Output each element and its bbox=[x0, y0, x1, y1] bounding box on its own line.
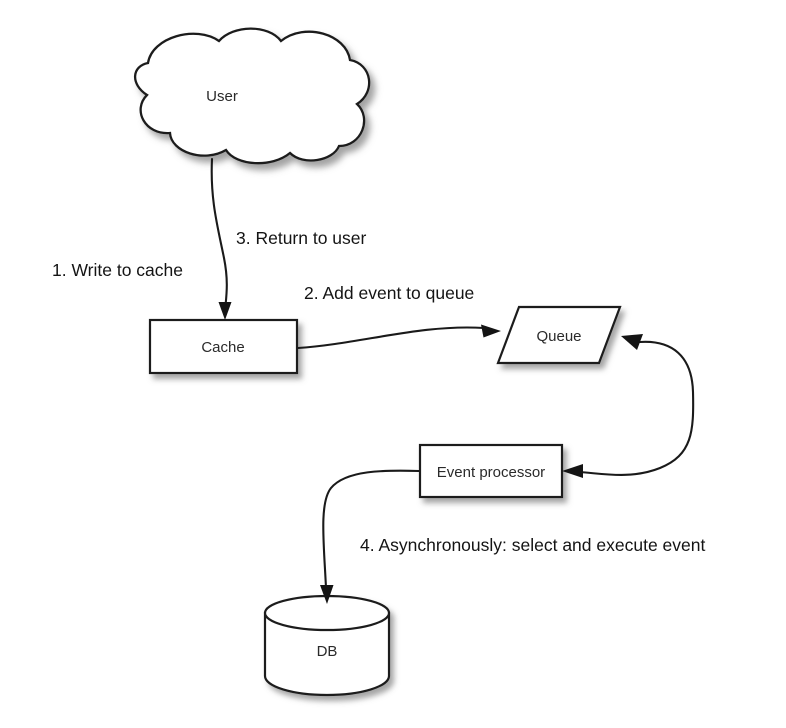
edge-cache-to-queue-line bbox=[296, 326, 486, 350]
edge-processor-to-queue[interactable] bbox=[562, 334, 695, 478]
node-event-processor-label: Event processor bbox=[437, 464, 545, 481]
cache-shape bbox=[148, 318, 299, 375]
node-queue-label: Queue bbox=[536, 328, 581, 345]
step-label-1: 1. Write to cache bbox=[52, 260, 183, 280]
node-cache[interactable]: Cache bbox=[148, 318, 299, 375]
edge-processor-to-db-line bbox=[322, 469, 421, 590]
edge-cache-to-queue[interactable] bbox=[296, 324, 501, 350]
edge-cache-to-queue-arrowhead bbox=[481, 324, 501, 338]
node-cache-label: Cache bbox=[201, 339, 244, 356]
node-event-processor[interactable]: Event processor bbox=[418, 443, 564, 499]
edge-user-to-cache-arrowhead bbox=[218, 302, 232, 320]
node-user-label: User bbox=[206, 88, 238, 105]
edge-processor-to-db-arrowhead bbox=[320, 585, 334, 604]
edge-user-to-cache-line bbox=[210, 157, 228, 313]
cloud-shape bbox=[133, 27, 371, 165]
node-db-label: DB bbox=[317, 643, 338, 660]
node-user[interactable]: User bbox=[133, 27, 371, 165]
node-db[interactable]: DB bbox=[263, 594, 391, 697]
edge-user-to-cache[interactable] bbox=[210, 157, 232, 320]
step-label-3: 3. Return to user bbox=[236, 228, 367, 248]
edge-processor-to-queue-line bbox=[576, 340, 695, 476]
step-label-4: 4. Asynchronously: select and execute ev… bbox=[360, 535, 705, 555]
node-queue[interactable]: Queue bbox=[496, 305, 622, 365]
edge-processor-to-queue-arrowhead bbox=[621, 334, 643, 350]
edge-queue-to-processor-arrowhead bbox=[562, 464, 583, 478]
queue-shape bbox=[496, 305, 622, 365]
step-label-2: 2. Add event to queue bbox=[304, 283, 474, 303]
edge-processor-to-db[interactable] bbox=[320, 469, 421, 604]
db-body-shape bbox=[263, 611, 391, 697]
